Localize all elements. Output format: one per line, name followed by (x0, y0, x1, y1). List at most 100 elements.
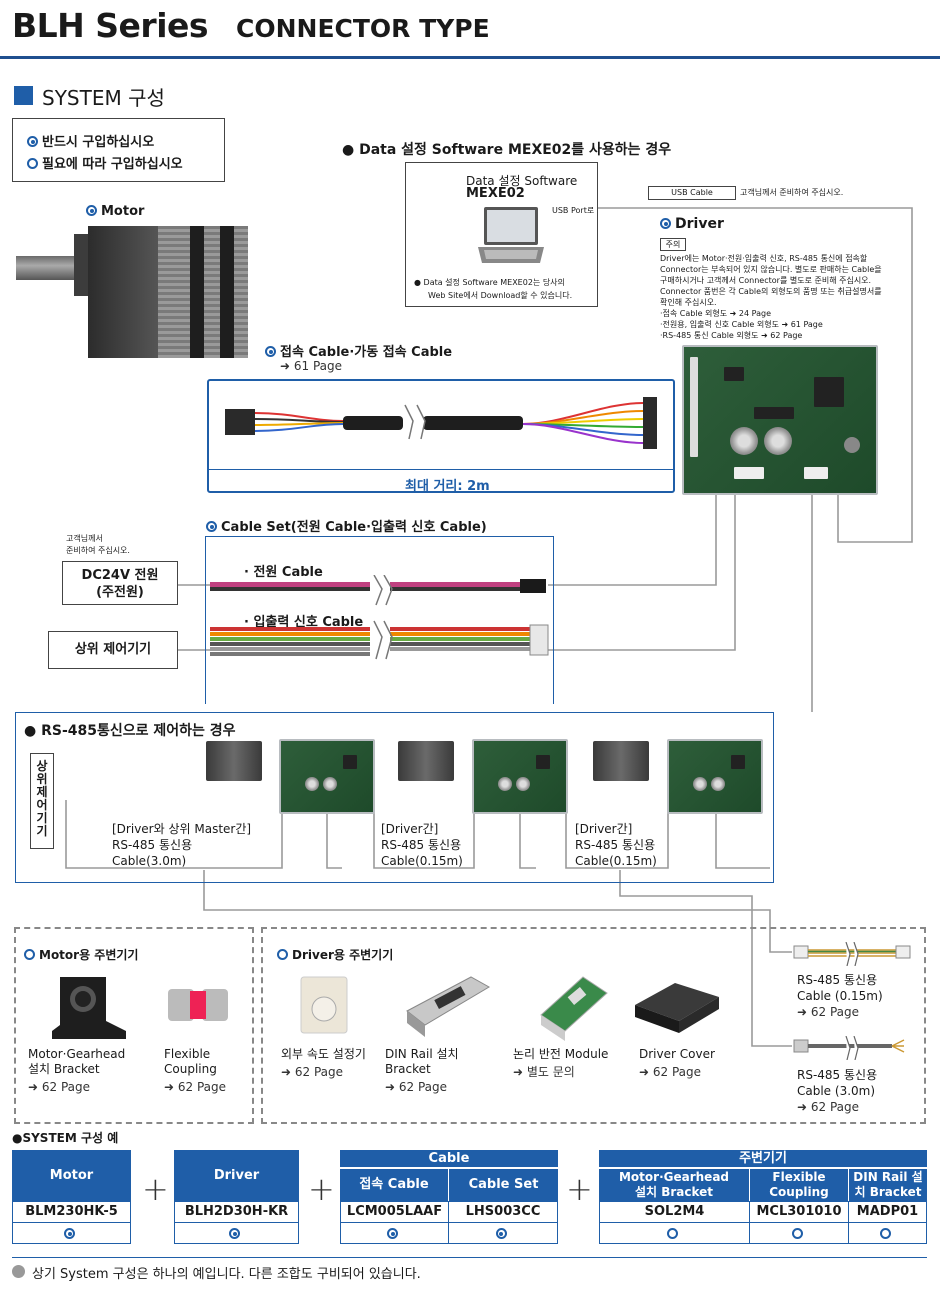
driver-board-image (279, 739, 375, 814)
note-line: [Driver간] (381, 822, 439, 836)
acc-name: 설치 Bracket (28, 1062, 100, 1076)
series-title: BLH Series (12, 6, 209, 45)
dc24v-power-box: DC24V 전원 (주전원) (62, 561, 178, 605)
host-controller-vertical: 상 위 제 어 기 기 (30, 753, 54, 849)
gray-dot-icon (12, 1265, 25, 1278)
power-cable-label: · 전원 Cable (244, 565, 323, 580)
driver-accessories-box: Driver용 주변기기 외부 속도 설정기 ➜ 62 Page DIN Rai… (261, 927, 926, 1124)
usb-port-label: USB Port로 (552, 206, 595, 215)
driver-board-image (472, 739, 568, 814)
motor-image (206, 741, 262, 781)
host-char: 상 (36, 759, 48, 773)
host-char: 기 (36, 811, 48, 825)
example-driver-check (174, 1222, 299, 1244)
motor-image (398, 741, 454, 781)
motor-acc-title: Motor용 주변기기 (24, 946, 138, 963)
example-motor-check (12, 1222, 131, 1244)
plus-icon: + (566, 1170, 593, 1208)
acc-name: RS-485 통신용 (797, 973, 878, 987)
mexe-note-1-text: Data 설정 Software MEXE02는 당사의 (423, 278, 565, 287)
note-line: RS-485 통신용 (381, 838, 462, 852)
rs485-cable-note-1: [Driver와 상위 Master간] RS-485 통신용 Cable(3.… (112, 821, 251, 869)
open-circle-icon (791, 1228, 803, 1239)
motor-image (14, 226, 254, 360)
acc-name: Bracket (385, 1062, 431, 1076)
example-acc-model-2: MCL301010 (749, 1201, 849, 1223)
host-char: 제 (36, 785, 48, 799)
coupling-image (168, 989, 228, 1021)
driver-note-line: 구매하시거나 고객께서 Connector를 별도로 준비해 주십시오. (660, 276, 872, 285)
driver-cover-image (635, 983, 719, 1033)
filled-circle-icon (64, 1228, 75, 1239)
mexe-heading: ● Data 설정 Software MEXE02를 사용하는 경우 (342, 142, 672, 158)
customer-note-2: 준비하여 주십시오. (66, 546, 130, 555)
legend-required: 반드시 구입하십시오 (27, 131, 154, 150)
acc-page: ➜ 62 Page (797, 1005, 860, 1019)
dc24v-label: DC24V 전원 (81, 568, 159, 583)
note-line: RS-485 통신용 (112, 838, 193, 852)
open-circle-icon (24, 949, 35, 960)
rs485-heading-text: RS-485통신으로 제어하는 경우 (41, 723, 236, 739)
example-cable-h2: Cable Set (449, 1169, 558, 1201)
plus-icon: + (142, 1170, 169, 1208)
driver-board-image (667, 739, 763, 814)
filled-circle-icon (229, 1228, 240, 1239)
acc-name: DIN Rail 설치 (385, 1047, 459, 1061)
example-cable-header: Cable (340, 1150, 558, 1168)
filled-circle-icon (265, 346, 276, 357)
rs485-cable-short-label: RS-485 통신용 Cable (0.15m) ➜ 62 Page (797, 972, 883, 1020)
legend-optional: 필요에 따라 구입하십시오 (27, 153, 183, 172)
legend-optional-label: 필요에 따라 구입하십시오 (42, 157, 183, 172)
acc-bracket-label: Motor·Gearhead 설치 Bracket ➜ 62 Page (28, 1047, 125, 1095)
rs485-cable-note-3: [Driver간] RS-485 통신용 Cable(0.15m) (575, 821, 657, 869)
driver-notice-text: Driver에는 Motor·전원·입출력 신호, RS-485 통신에 접속할… (660, 253, 910, 341)
motor-acc-title-text: Motor용 주변기기 (39, 948, 139, 962)
cable-set-label: Cable Set(전원 Cable·입출력 신호 Cable) (206, 516, 487, 535)
driver-note-line: 확인해 주십시오. (660, 298, 717, 307)
header-line: 설치 Bracket (634, 1185, 714, 1199)
acc-page: ➜ 62 Page (28, 1080, 91, 1094)
logic-module-image (540, 976, 608, 1041)
title-divider (0, 56, 940, 59)
open-circle-icon (880, 1228, 891, 1239)
motor-label-text: Motor (101, 204, 145, 219)
header-line: 치 Bracket (854, 1185, 922, 1199)
header-line: DIN Rail 설 (853, 1170, 923, 1184)
header-line: Motor·Gearhead (618, 1170, 729, 1184)
note-line: Cable(0.15m) (381, 854, 463, 868)
motor-accessories-box: Motor용 주변기기 Motor·Gearhead 설치 Bracket ➜ … (14, 927, 254, 1124)
speed-setter-image (300, 976, 348, 1034)
acc-name: 논리 반전 Module (513, 1047, 609, 1061)
example-cable-model-1: LCM005LAAF (340, 1201, 449, 1223)
laptop-icon (478, 207, 544, 263)
rs485-short-cable-image (793, 942, 911, 966)
example-acc-check-2 (749, 1222, 849, 1244)
acc-name: Coupling (164, 1062, 217, 1076)
example-driver-header: Driver (174, 1150, 299, 1201)
filled-circle-icon (206, 521, 217, 532)
open-circle-icon (277, 949, 288, 960)
example-acc-model-3: MADP01 (848, 1201, 927, 1223)
acc-page: ➜ 62 Page (385, 1080, 448, 1094)
header-line: Coupling (769, 1185, 829, 1199)
example-acc-model-1: SOL2M4 (599, 1201, 750, 1223)
driver-note-line: Connector 품번은 각 Cable의 외형도의 품명 또는 취급설명서를 (660, 287, 882, 296)
acc-coupling-label: Flexible Coupling ➜ 62 Page (164, 1047, 226, 1095)
rs485-box: ● RS-485통신으로 제어하는 경우 상 위 제 어 기 기 [Driver… (15, 712, 774, 883)
example-acc-check-1 (599, 1222, 750, 1244)
acc-name: Driver Cover (639, 1047, 715, 1061)
usb-cable-box: USB Cable (648, 186, 736, 200)
mexe-box-product: MEXE02 (466, 186, 525, 201)
legend-required-label: 반드시 구입하십시오 (42, 135, 155, 150)
driver-note-line: Connector는 부속되어 있지 않습니다. 별도로 판매하는 Cable을 (660, 265, 882, 274)
type-title: CONNECTOR TYPE (236, 14, 490, 43)
header-line: Flexible (772, 1170, 826, 1184)
example-cable-check-2 (448, 1222, 558, 1244)
note-line: RS-485 통신용 (575, 838, 656, 852)
footnote: 상기 System 구성은 하나의 예입니다. 다른 조합도 구비되어 있습니다… (32, 1267, 421, 1282)
example-acc-check-3 (848, 1222, 927, 1244)
dc24v-sub: (주전원) (96, 585, 144, 600)
